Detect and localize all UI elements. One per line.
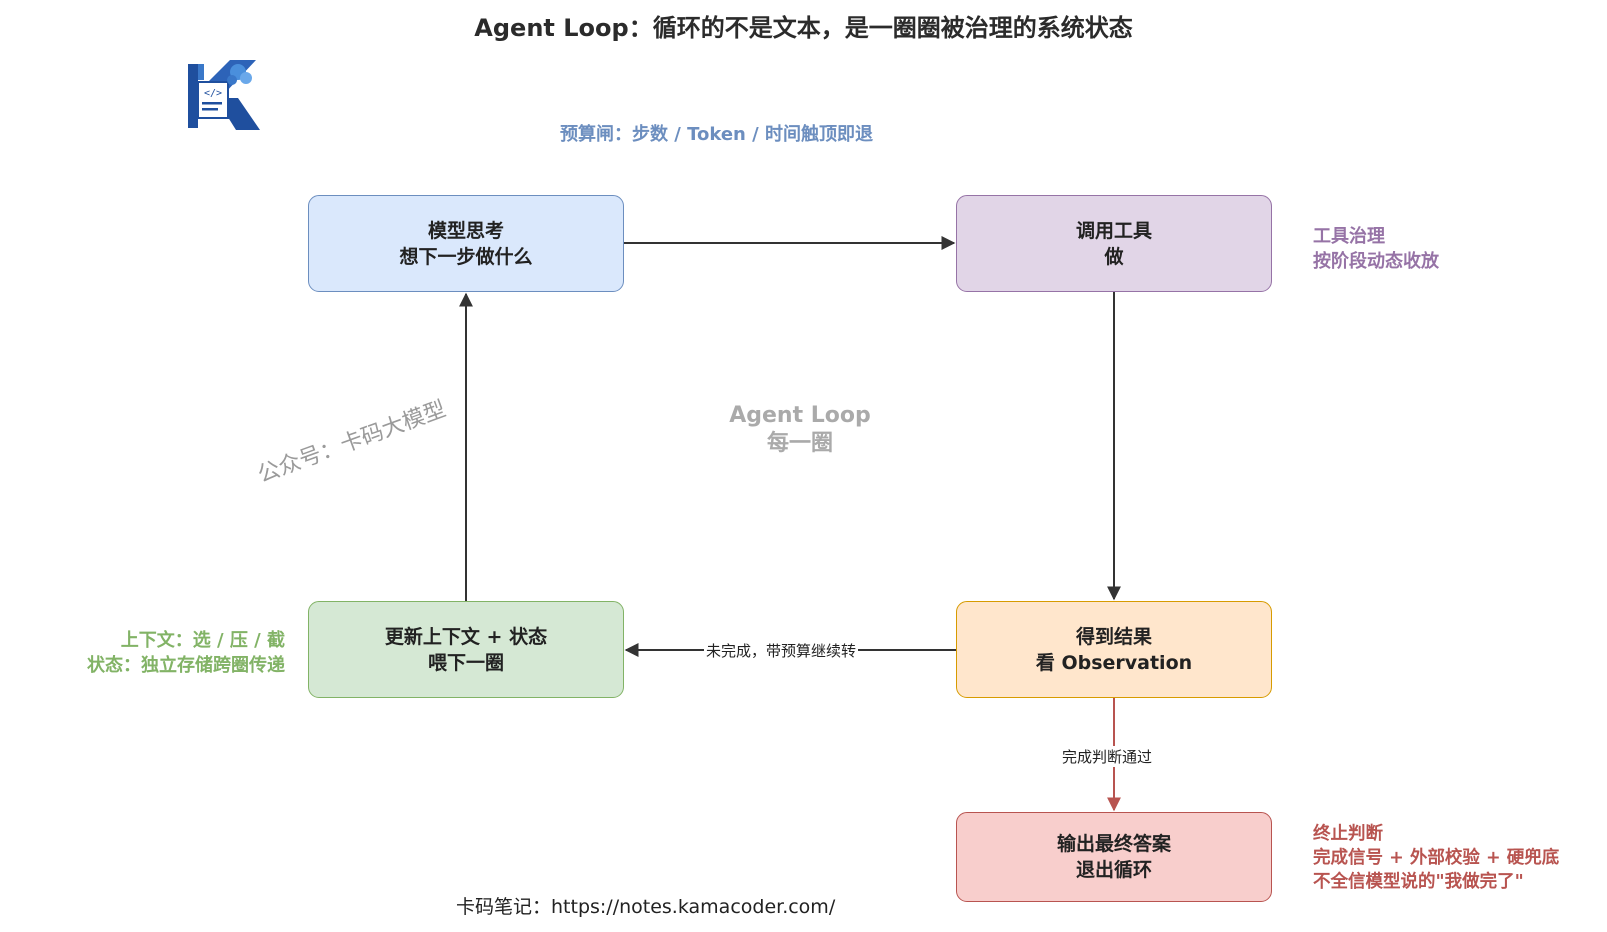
note-budget: 预算闸：步数 / Token / 时间触顶即退 bbox=[560, 124, 873, 145]
node-final-output-line2: 退出循环 bbox=[1075, 859, 1152, 881]
svg-text:</>: </> bbox=[204, 88, 222, 99]
kamacoder-logo-icon: </> bbox=[188, 60, 260, 130]
node-final-output: 输出最终答案 退出循环 bbox=[956, 812, 1272, 902]
note-context-line2: 状态：独立存储跨圈传递 bbox=[87, 655, 285, 676]
node-call-tool-line1: 调用工具 bbox=[1075, 219, 1152, 242]
node-model-think: 模型思考 想下一步做什么 bbox=[308, 195, 624, 292]
node-final-output-line1: 输出最终答案 bbox=[1056, 833, 1171, 855]
edge-label-done: 完成判断通过 bbox=[1060, 746, 1155, 767]
node-call-tool-line2: 做 bbox=[1104, 245, 1124, 268]
center-line2: 每一圈 bbox=[766, 431, 833, 456]
note-context-line1: 上下文：选 / 压 / 截 bbox=[120, 630, 285, 651]
center-loop-label: Agent Loop 每一圈 bbox=[680, 402, 920, 458]
node-update-context-line2: 喂下一圈 bbox=[427, 651, 504, 674]
node-observation-line1: 得到结果 bbox=[1075, 625, 1152, 648]
note-stop-line1: 终止判断 bbox=[1313, 824, 1383, 844]
center-line1: Agent Loop bbox=[729, 403, 871, 428]
note-tool-governance: 工具治理 按阶段动态收放 bbox=[1313, 224, 1439, 274]
note-stop-line2: 完成信号 + 外部校验 + 硬兜底 bbox=[1313, 848, 1560, 868]
edge-label-continue: 未完成，带预算继续转 bbox=[704, 640, 859, 661]
diagram-title: Agent Loop：循环的不是文本，是一圈圈被治理的系统状态 bbox=[474, 14, 1133, 42]
note-context-state: 上下文：选 / 压 / 截 状态：独立存储跨圈传递 bbox=[40, 628, 285, 678]
note-tool-line1: 工具治理 bbox=[1313, 226, 1385, 247]
note-tool-line2: 按阶段动态收放 bbox=[1313, 251, 1439, 272]
node-call-tool: 调用工具 做 bbox=[956, 195, 1272, 292]
node-observation-line2: 看 Observation bbox=[1035, 651, 1193, 674]
node-observation: 得到结果 看 Observation bbox=[956, 601, 1272, 698]
node-model-think-line1: 模型思考 bbox=[427, 219, 504, 242]
node-update-context: 更新上下文 + 状态 喂下一圈 bbox=[308, 601, 624, 698]
node-model-think-line2: 想下一步做什么 bbox=[399, 245, 533, 268]
node-update-context-line1: 更新上下文 + 状态 bbox=[384, 625, 548, 648]
note-stop-line3: 不全信模型说的"我做完了" bbox=[1313, 872, 1524, 892]
note-termination: 终止判断 完成信号 + 外部校验 + 硬兜底 不全信模型说的"我做完了" bbox=[1313, 822, 1559, 894]
footer-link[interactable]: 卡码笔记：https://notes.kamacoder.com/ bbox=[456, 896, 836, 918]
